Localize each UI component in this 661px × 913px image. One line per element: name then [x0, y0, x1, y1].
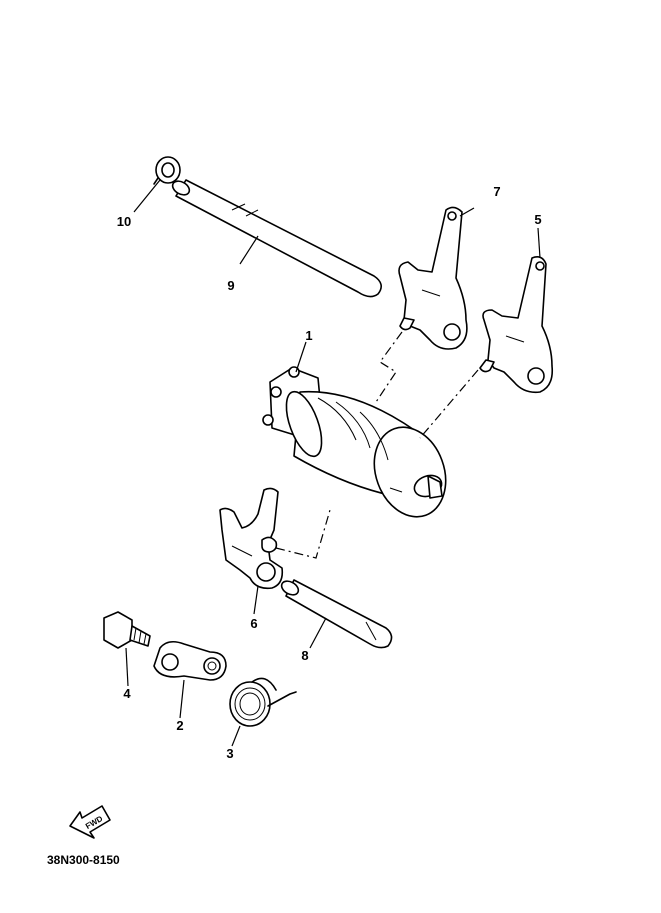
part-1-shift-drum	[262, 366, 447, 518]
callout-3: 3	[226, 746, 233, 761]
part-10-circlip	[153, 156, 181, 185]
callout-8: 8	[301, 648, 308, 663]
callout-9: 9	[227, 278, 234, 293]
diagram-code: 38N300-8150	[47, 853, 120, 867]
part-4-bolt	[103, 611, 151, 649]
callout-10: 10	[117, 214, 131, 229]
leader-lines	[125, 179, 541, 747]
callout-6: 6	[250, 616, 257, 631]
part-9-guide-bar-long	[171, 179, 382, 298]
callout-5: 5	[534, 212, 541, 227]
part-5-shift-fork	[479, 256, 554, 394]
part-8-guide-bar-short	[280, 579, 393, 649]
callout-4: 4	[123, 686, 131, 701]
callout-1: 1	[305, 328, 312, 343]
callout-2: 2	[176, 718, 183, 733]
part-7-shift-fork	[398, 206, 468, 350]
fwd-arrow-icon: FWD	[69, 805, 111, 839]
part-2-stopper-lever	[153, 640, 227, 681]
part-3-torsion-spring	[229, 677, 297, 727]
assembly-lines	[275, 331, 479, 559]
callout-7: 7	[493, 184, 500, 199]
part-6-shift-fork	[219, 487, 284, 590]
